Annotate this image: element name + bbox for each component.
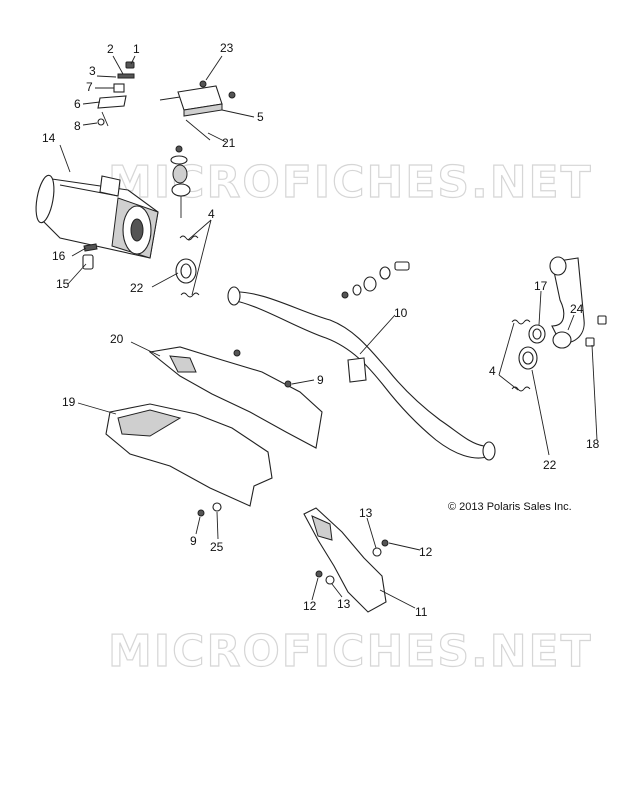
washer-13b	[325, 575, 335, 585]
watermark-bottom: MICROFICHES.NET	[108, 626, 593, 677]
callout-7: 7	[86, 80, 93, 94]
bolt-9-upper	[284, 380, 292, 388]
callout-2: 2	[107, 42, 114, 56]
callout-21: 21	[222, 136, 236, 150]
gasket-right	[518, 346, 538, 370]
callout-6: 6	[74, 97, 81, 111]
callout-13-upper: 13	[359, 506, 373, 520]
callout-16: 16	[52, 249, 66, 263]
callout-1: 1	[133, 42, 140, 56]
head-pipe-hardware	[341, 261, 410, 299]
spring-upper	[179, 235, 200, 298]
clip-16	[83, 243, 98, 252]
washer-13a	[372, 547, 382, 557]
callout-24: 24	[570, 302, 584, 316]
callout-23: 23	[220, 41, 234, 55]
callout-8: 8	[74, 119, 81, 133]
callout-22-right: 22	[543, 458, 557, 472]
callout-18: 18	[586, 437, 600, 451]
bolts-18	[585, 315, 607, 347]
fastener-15	[82, 254, 94, 270]
callout-9-lower: 9	[190, 534, 197, 548]
nut-12b	[315, 570, 323, 578]
heat-shield-20	[148, 346, 323, 449]
bolt-9-lower	[197, 509, 205, 517]
callout-20: 20	[110, 332, 124, 346]
callout-13-lower: 13	[337, 597, 351, 611]
grommet-stack	[170, 145, 191, 218]
callout-labels: 1 2 3 7 6 8 23 5 21 14 4 16 15 22 10 17 …	[42, 41, 600, 619]
callout-12-left: 12	[303, 599, 317, 613]
callout-22-upper: 22	[130, 281, 144, 295]
copyright-notice: © 2013 Polaris Sales Inc.	[448, 501, 572, 513]
callout-9-upper: 9	[317, 373, 324, 387]
leader-lines	[59, 55, 598, 609]
callout-12-right: 12	[419, 545, 433, 559]
callout-4-upper: 4	[208, 207, 215, 221]
watermark-top: MICROFICHES.NET	[108, 157, 593, 208]
elbow-pipe-24	[549, 256, 585, 349]
spring-right	[511, 319, 531, 392]
heat-shield-11	[303, 507, 387, 613]
heat-shield-19	[105, 403, 273, 507]
bracket-5	[159, 80, 236, 141]
nut-12a	[381, 539, 389, 547]
callout-19: 19	[62, 395, 76, 409]
callout-5: 5	[257, 110, 264, 124]
callout-3: 3	[89, 64, 96, 78]
callout-11: 11	[415, 605, 428, 619]
callout-4-right: 4	[489, 364, 496, 378]
hanger-stack	[97, 61, 135, 127]
callout-17: 17	[534, 279, 548, 293]
muffler	[35, 174, 159, 259]
callout-14: 14	[42, 131, 56, 145]
gasket-upper	[175, 258, 197, 284]
gasket-17	[528, 324, 546, 344]
head-pipe	[227, 286, 496, 461]
callout-15: 15	[56, 277, 70, 291]
washer-25	[212, 502, 222, 512]
callout-10: 10	[394, 306, 408, 320]
callout-25: 25	[210, 540, 224, 554]
